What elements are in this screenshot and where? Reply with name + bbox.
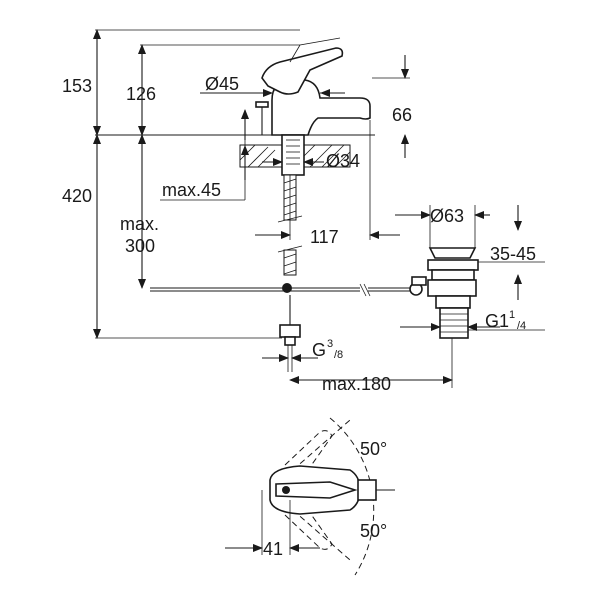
dim-overall-height: 153: [62, 76, 92, 96]
dim-rod-length: max.180: [322, 374, 391, 394]
waste-fitting: [409, 247, 479, 339]
svg-text:G1: G1: [485, 311, 509, 331]
svg-text:G: G: [312, 340, 326, 360]
dim-supply-thread: G 3 /8: [312, 338, 343, 361]
dim-spout-height: 126: [126, 84, 156, 104]
dim-shank-diameter: Ø34: [326, 151, 360, 171]
angle-bottom: 50°: [360, 521, 387, 541]
dim-waste-thread: G1 1 /4: [485, 309, 526, 332]
dim-total-height: 420: [62, 186, 92, 206]
dim-hose-value: 300: [125, 236, 155, 256]
dim-hose-label: max.: [120, 214, 159, 234]
dim-spout-offset: 66: [392, 105, 412, 125]
svg-text:3: 3: [327, 338, 333, 350]
svg-text:/4: /4: [517, 320, 526, 332]
dim-handle-clearance: 41: [263, 539, 283, 559]
side-view: [95, 37, 420, 372]
dim-spout-diameter: Ø45: [205, 74, 239, 94]
dim-waste-diameter: Ø63: [430, 206, 464, 226]
dim-deck-thickness: max.45: [162, 180, 221, 200]
threaded-shank: [281, 134, 305, 176]
lever-handle: [261, 47, 344, 95]
svg-text:1: 1: [509, 309, 515, 321]
angle-top: 50°: [360, 439, 387, 459]
svg-text:/8: /8: [334, 349, 343, 361]
top-spout: [357, 479, 377, 501]
top-view: [225, 417, 395, 576]
dim-reach: 117: [310, 227, 339, 247]
dimension-lines: [93, 29, 545, 388]
dim-waste-range: 35-45: [490, 244, 536, 264]
